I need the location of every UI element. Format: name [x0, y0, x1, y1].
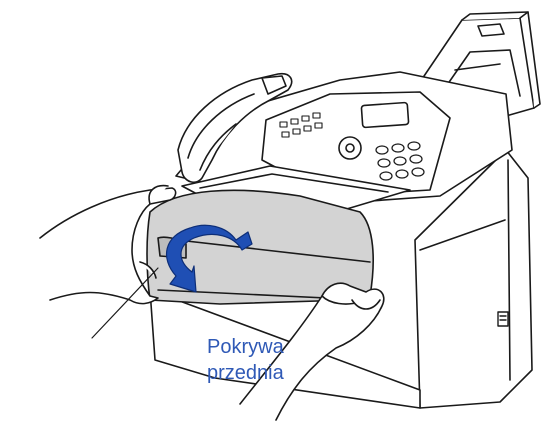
usb-port-icon: [498, 312, 508, 326]
keypad: [376, 142, 424, 180]
label-line-2: przednia: [207, 360, 284, 386]
pokrywa-label: Pokrywa przednia: [207, 334, 284, 386]
lcd-display: [361, 102, 408, 127]
label-line-1: Pokrywa: [207, 334, 284, 360]
